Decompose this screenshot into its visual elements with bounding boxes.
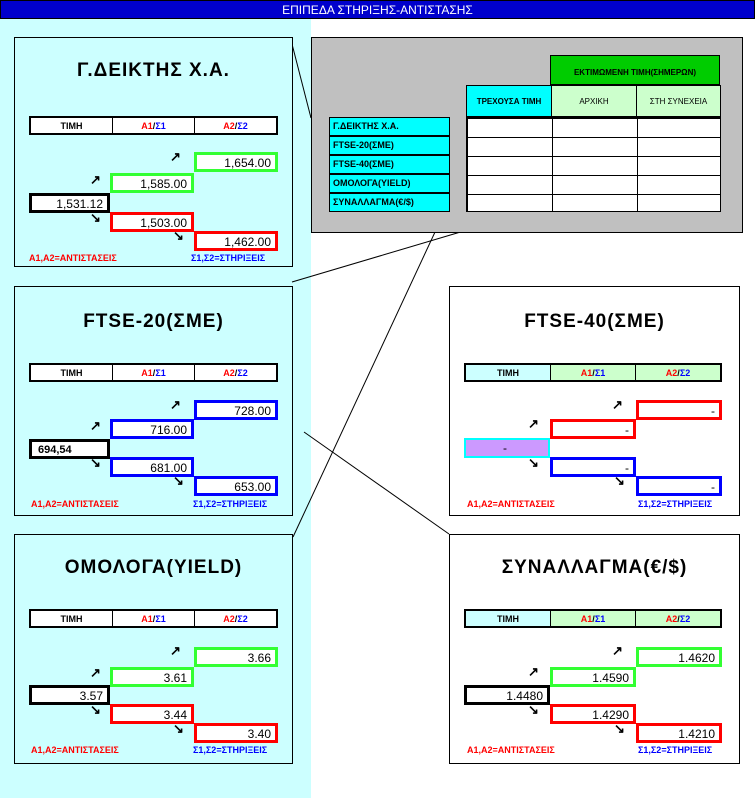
- arrow-up-icon: ↗: [170, 643, 181, 658]
- panel-title: ΟΜΟΛΟΓΑ(YIELD): [64, 557, 243, 578]
- panel-header: ΤΙΜΗ A1/Σ1 A2/Σ2: [464, 609, 722, 628]
- col-initial: ΑΡΧΙΚΗ: [551, 85, 637, 117]
- panel-title: FTSE-40(ΣΜΕ): [524, 311, 665, 332]
- row-label-general-index: Γ.ΔΕΙΚΤΗΣ Χ.Α.: [329, 117, 450, 136]
- panel-header: ΤΙΜΗ A1/Σ1 A2/Σ2: [29, 116, 278, 135]
- arrow-up-icon: ↗: [528, 416, 539, 431]
- legend-resistance: A1,A2=ΑΝΤΙΣΤΑΣΕΙΣ: [467, 499, 555, 509]
- legend-support: Σ1,Σ2=ΣΤΗΡΙΞΕΙΣ: [193, 499, 268, 509]
- legend-resistance: A1,A2=ΑΝΤΙΣΤΑΣΕΙΣ: [29, 253, 117, 263]
- panel-fx: ΣΥΝΑΛΛΑΓΜΑ(€/$) ΤΙΜΗ A1/Σ1 A2/Σ2 1.4620 …: [449, 534, 740, 764]
- panel-ftse20: FTSE-20(ΣΜΕ) ΤΙΜΗ A1/Σ1 A2/Σ2 728.00 716…: [14, 286, 293, 516]
- row-label-fx: ΣΥΝΑΛΛΑΓΜΑ(€/$): [329, 193, 450, 212]
- support-2: 1.4210: [636, 723, 722, 743]
- arrow-down-icon: ↘: [173, 473, 184, 488]
- panel-general-index: Γ.ΔΕΙΚΤΗΣ Χ.Α. ΤΙΜΗ A1/Σ1 A2/Σ2 1,654.00…: [14, 37, 293, 267]
- current-price: 3.57: [29, 685, 110, 705]
- support-2: 653.00: [194, 476, 278, 496]
- legend-support: Σ1,Σ2=ΣΤΗΡΙΞΕΙΣ: [638, 745, 713, 755]
- support-1: 1.4290: [550, 704, 636, 724]
- support-2: 1,462.00: [194, 231, 278, 251]
- resistance-2: 1.4620: [636, 647, 722, 667]
- support-1: 1,503.00: [110, 212, 194, 232]
- support-1: 3.44: [110, 704, 194, 724]
- panel-ftse40: FTSE-40(ΣΜΕ) ΤΙΜΗ A1/Σ1 A2/Σ2 - - - - - …: [449, 286, 740, 516]
- current-price: 1,531.12: [29, 193, 110, 213]
- header-a1s1: A1/Σ1: [113, 118, 195, 133]
- header-a2s2: A2/Σ2: [223, 121, 248, 131]
- header-price: ΤΙΜΗ: [31, 611, 113, 626]
- header-price: ΤΙΜΗ: [31, 365, 113, 380]
- row-label-ftse20: FTSE-20(ΣΜΕ): [329, 136, 450, 155]
- arrow-up-icon: ↗: [90, 665, 101, 680]
- support-1: 681.00: [110, 457, 194, 477]
- current-price: -: [464, 438, 550, 458]
- arrow-up-icon: ↗: [90, 172, 101, 187]
- header-price: ΤΙΜΗ: [466, 365, 551, 380]
- panel-bonds: ΟΜΟΛΟΓΑ(YIELD) ΤΙΜΗ A1/Σ1 A2/Σ2 3.66 3.6…: [14, 534, 293, 764]
- arrow-down-icon: ↘: [90, 210, 101, 225]
- arrow-down-icon: ↘: [614, 721, 625, 736]
- resistance-2: 1,654.00: [194, 152, 278, 172]
- resistance-2: 728.00: [194, 400, 278, 420]
- resistance-1: 3.61: [110, 667, 194, 687]
- header-a1s1: A1/Σ1: [551, 365, 636, 380]
- arrow-down-icon: ↘: [528, 702, 539, 717]
- arrow-down-icon: ↘: [90, 455, 101, 470]
- header-a2s2: A2/Σ2: [223, 614, 248, 624]
- arrow-down-icon: ↘: [173, 228, 184, 243]
- summary-table-area: ΕΚΤΙΜΩΜΕΝΗ ΤΙΜΗ(ΣΗΜΕΡΩΝ) ΤΡΕΧΟΥΣΑ ΤΙΜΗ Α…: [311, 37, 743, 233]
- legend-support: Σ1,Σ2=ΣΤΗΡΙΞΕΙΣ: [638, 499, 713, 509]
- current-price: 1.4480: [464, 685, 550, 705]
- summary-grid-cells[interactable]: [466, 117, 721, 212]
- resistance-1: 1.4590: [550, 667, 636, 687]
- col-later: ΣΤΗ ΣΥΝΕΧΕΙΑ: [636, 85, 721, 117]
- arrow-up-icon: ↗: [612, 397, 623, 412]
- resistance-2: 3.66: [194, 647, 278, 667]
- row-label-ftse40: FTSE-40(ΣΜΕ): [329, 155, 450, 174]
- panel-header: ΤΙΜΗ A1/Σ1 A2/Σ2: [464, 363, 722, 382]
- arrow-up-icon: ↗: [528, 664, 539, 679]
- support-2: 3.40: [194, 723, 278, 743]
- header-a1s1: A1/Σ1: [113, 365, 195, 380]
- header-a2s2: A2/Σ2: [636, 365, 720, 380]
- resistance-1: -: [550, 419, 636, 439]
- arrow-up-icon: ↗: [170, 397, 181, 412]
- legend-resistance: A1,A2=ΑΝΤΙΣΤΑΣΕΙΣ: [31, 499, 119, 509]
- arrow-down-icon: ↘: [90, 702, 101, 717]
- window-title: ΕΠΙΠΕΔΑ ΣΤΗΡΙΞΗΣ-ΑΝΤΙΣΤΑΣΗΣ: [0, 0, 755, 19]
- support-2: -: [636, 476, 722, 496]
- current-price: 694,54: [29, 439, 110, 459]
- panel-title: FTSE-20(ΣΜΕ): [83, 311, 224, 332]
- support-1: -: [550, 457, 636, 477]
- legend-support: Σ1,Σ2=ΣΤΗΡΙΞΕΙΣ: [193, 745, 268, 755]
- legend-resistance: A1,A2=ΑΝΤΙΣΤΑΣΕΙΣ: [467, 745, 555, 755]
- header-a2s2: A2/Σ2: [636, 611, 720, 626]
- estimated-price-header: ΕΚΤΙΜΩΜΕΝΗ ΤΙΜΗ(ΣΗΜΕΡΩΝ): [550, 55, 720, 85]
- col-current-price: ΤΡΕΧΟΥΣΑ ΤΙΜΗ: [466, 85, 552, 117]
- arrow-down-icon: ↘: [528, 455, 539, 470]
- header-a2s2: A2/Σ2: [223, 368, 248, 378]
- panel-title: Γ.ΔΕΙΚΤΗΣ Χ.Α.: [77, 60, 230, 81]
- arrow-down-icon: ↘: [614, 473, 625, 488]
- header-a1s1: A1/Σ1: [551, 611, 636, 626]
- legend-support: Σ1,Σ2=ΣΤΗΡΙΞΕΙΣ: [191, 253, 266, 263]
- resistance-1: 716.00: [110, 419, 194, 439]
- header-price: ΤΙΜΗ: [31, 118, 113, 133]
- arrow-down-icon: ↘: [173, 721, 184, 736]
- arrow-up-icon: ↗: [612, 643, 623, 658]
- header-price: ΤΙΜΗ: [466, 611, 551, 626]
- panel-title: ΣΥΝΑΛΛΑΓΜΑ(€/$): [501, 557, 688, 578]
- arrow-up-icon: ↗: [90, 418, 101, 433]
- resistance-2: -: [636, 400, 722, 420]
- panel-header: ΤΙΜΗ A1/Σ1 A2/Σ2: [29, 363, 278, 382]
- panel-header: ΤΙΜΗ A1/Σ1 A2/Σ2: [29, 609, 278, 628]
- header-a1s1: A1/Σ1: [113, 611, 195, 626]
- resistance-1: 1,585.00: [110, 173, 194, 193]
- row-label-bonds: ΟΜΟΛΟΓΑ(YIELD): [329, 174, 450, 193]
- legend-resistance: A1,A2=ΑΝΤΙΣΤΑΣΕΙΣ: [31, 745, 119, 755]
- arrow-up-icon: ↗: [170, 149, 181, 164]
